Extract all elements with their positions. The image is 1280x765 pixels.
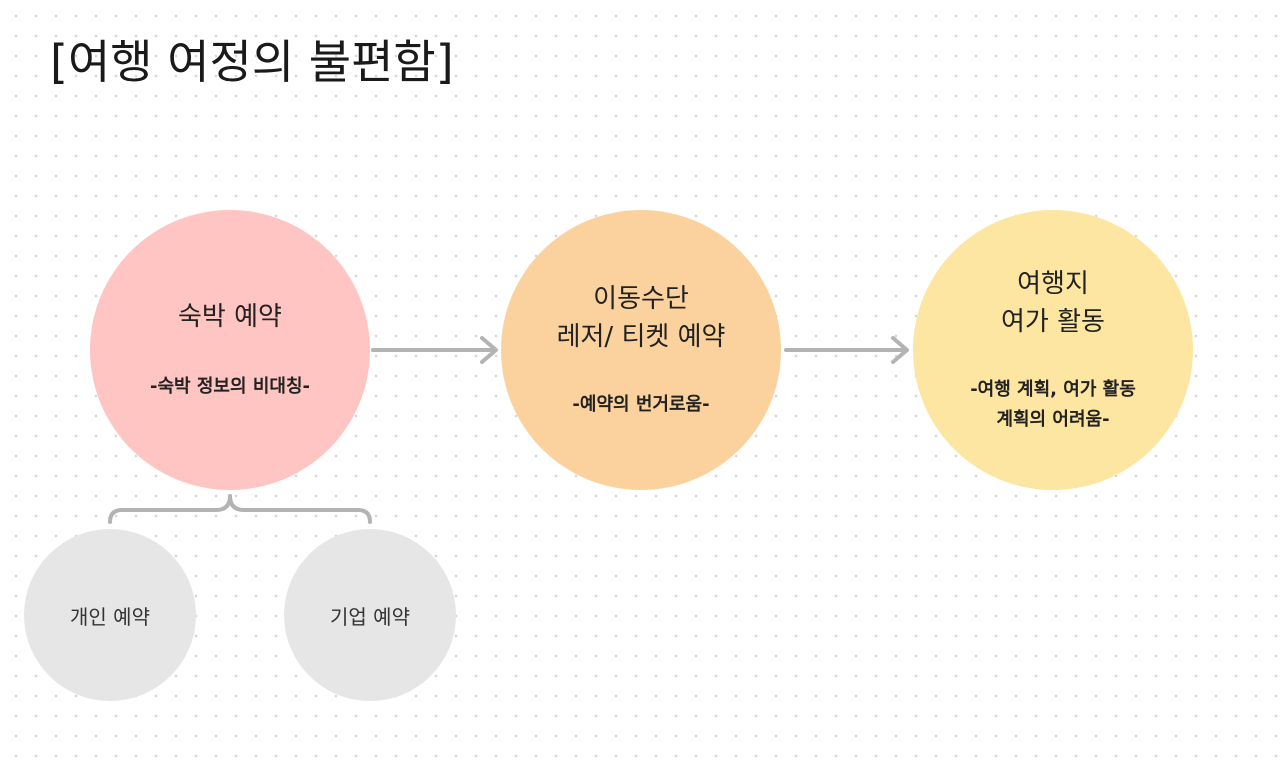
node-activity-problem-line1: -여행 계획, 여가 활동	[970, 379, 1136, 400]
arrow-lodging-to-transport	[371, 336, 498, 364]
node-activity-label-line1: 여행지	[1017, 269, 1089, 299]
node-transport-label-line2: 레저/ 티켓 예약	[556, 322, 726, 352]
page-title: [여행 여정의 불편함]	[50, 35, 454, 89]
node-personal-booking: 개인 예약	[24, 529, 196, 701]
node-corporate-booking: 기업 예약	[284, 529, 456, 701]
node-transport-label-line1: 이동수단	[593, 284, 689, 314]
brace-connector	[108, 494, 372, 524]
node-activity-problem-line2: 계획의 어려움-	[996, 409, 1110, 430]
node-transport-problem: -예약의 번거로움-	[572, 394, 710, 415]
node-personal-booking-label: 개인 예약	[70, 604, 150, 629]
node-activity-label-line2: 여가 활동	[1001, 307, 1105, 337]
node-lodging-problem: -숙박 정보의 비대칭-	[150, 376, 310, 397]
node-corporate-booking-label: 기업 예약	[330, 604, 410, 629]
node-lodging-label: 숙박 예약	[178, 302, 282, 332]
node-lodging: 숙박 예약 -숙박 정보의 비대칭-	[90, 210, 370, 490]
arrow-transport-to-activity	[784, 336, 909, 364]
node-activity: 여행지 여가 활동 -여행 계획, 여가 활동 계획의 어려움-	[913, 210, 1193, 490]
node-transport: 이동수단 레저/ 티켓 예약 -예약의 번거로움-	[501, 210, 781, 490]
